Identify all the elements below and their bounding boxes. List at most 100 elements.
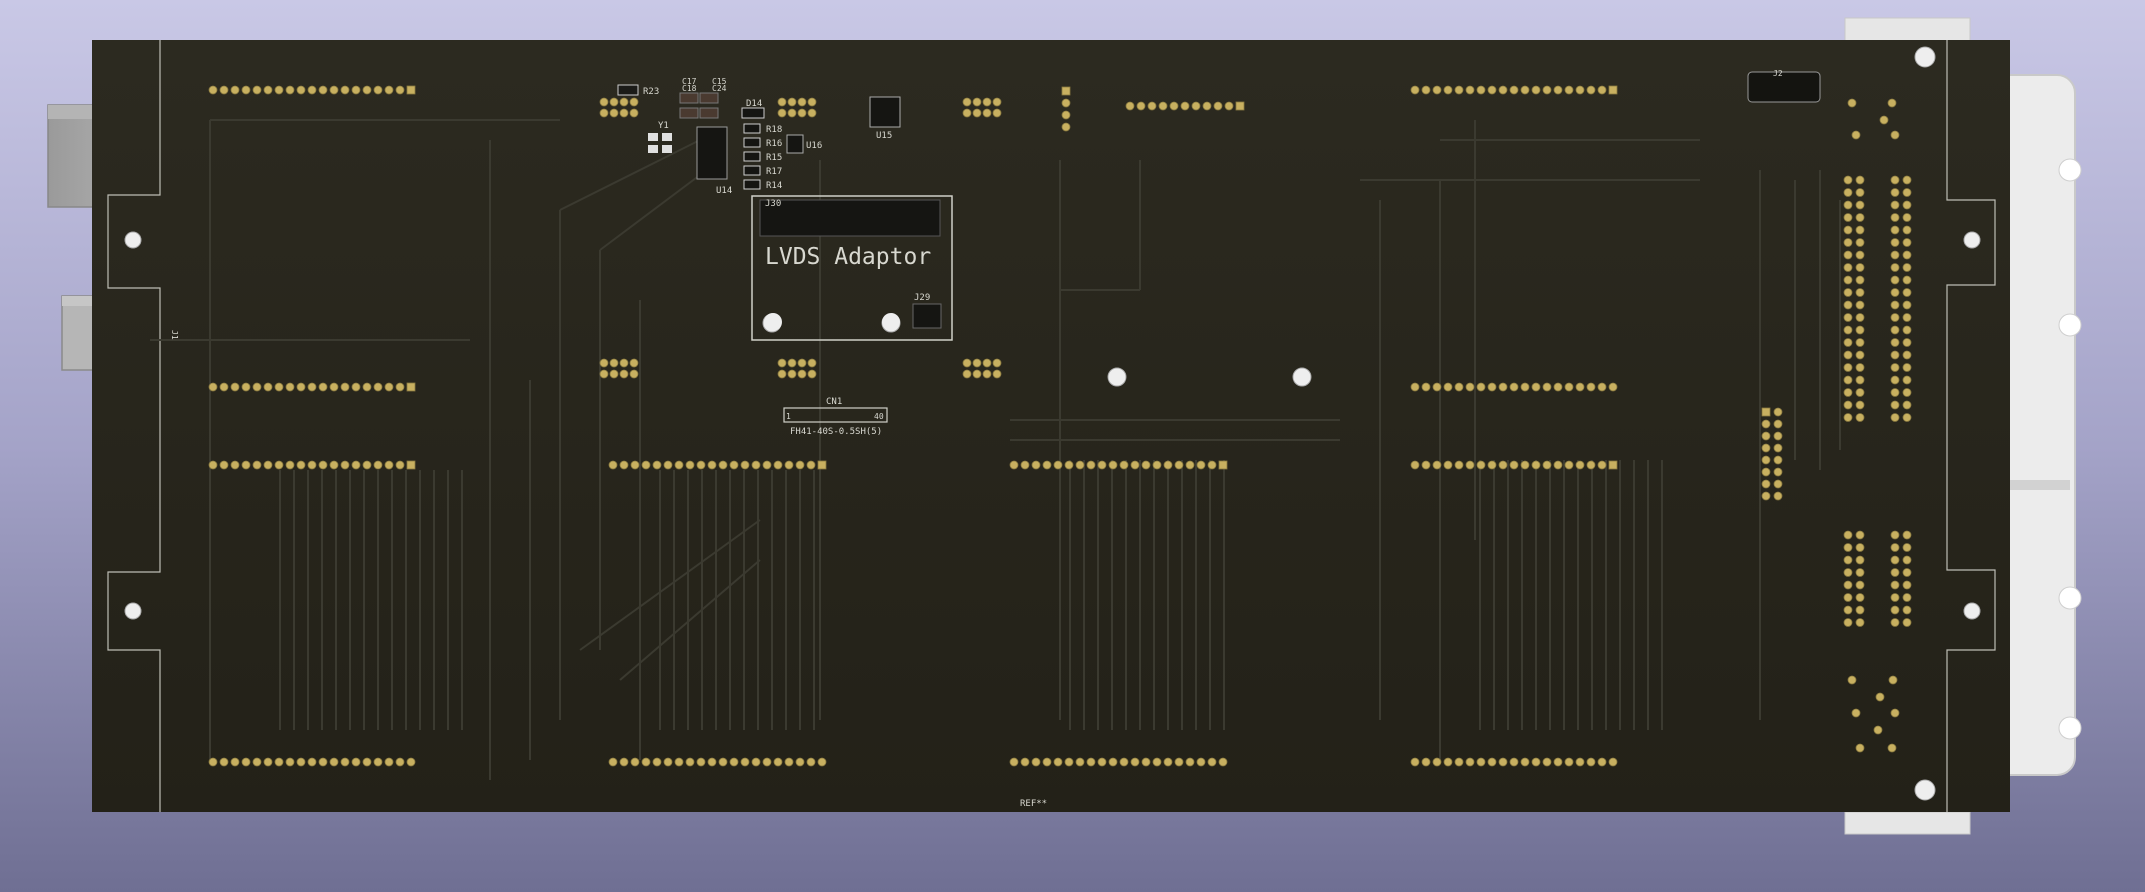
pad xyxy=(1064,757,1074,767)
pad xyxy=(1410,460,1420,470)
pad xyxy=(1843,530,1853,540)
pad xyxy=(962,369,972,379)
pad xyxy=(362,460,372,470)
pad xyxy=(1890,130,1900,140)
pad xyxy=(362,382,372,392)
pad xyxy=(784,757,794,767)
pad xyxy=(1902,363,1912,372)
pad xyxy=(1130,757,1140,767)
pad xyxy=(1843,338,1853,347)
pad xyxy=(1421,757,1431,767)
pad xyxy=(329,757,339,767)
pad xyxy=(1843,175,1853,185)
pad xyxy=(1890,400,1900,410)
pad xyxy=(1553,460,1563,470)
pad xyxy=(1761,479,1771,489)
lvds-adaptor-title: LVDS Adaptor xyxy=(765,244,931,270)
label-j1: J1 xyxy=(170,330,179,340)
pad xyxy=(351,757,361,767)
pad xyxy=(208,460,218,470)
pad xyxy=(1487,460,1497,470)
pcb-board xyxy=(92,40,2010,812)
label-u16: U16 xyxy=(806,141,822,151)
pad xyxy=(1843,213,1853,222)
pad xyxy=(241,85,251,95)
pad xyxy=(1152,460,1162,470)
label-r15: R15 xyxy=(766,153,782,163)
pad xyxy=(1855,350,1865,360)
pad xyxy=(1902,313,1912,322)
pad xyxy=(1191,101,1201,111)
pad xyxy=(296,382,306,392)
pad xyxy=(1174,757,1184,767)
label-d14: D14 xyxy=(746,99,762,109)
pad xyxy=(1498,382,1508,392)
pad xyxy=(1843,413,1853,422)
pad xyxy=(795,757,805,767)
pad xyxy=(1520,757,1530,767)
pad xyxy=(1410,382,1420,392)
pad xyxy=(252,757,262,767)
pad xyxy=(1890,708,1900,718)
pad xyxy=(1180,101,1190,111)
pad xyxy=(982,358,992,368)
pad xyxy=(629,358,639,368)
pad xyxy=(1773,479,1783,489)
pad xyxy=(1773,491,1783,501)
pad xyxy=(241,382,251,392)
pad xyxy=(285,757,295,767)
pad xyxy=(982,97,992,107)
pad xyxy=(1207,757,1217,767)
pad xyxy=(797,369,807,379)
pad xyxy=(1487,382,1497,392)
pad xyxy=(406,382,416,392)
pad xyxy=(1476,85,1486,95)
pad xyxy=(972,369,982,379)
pad xyxy=(1465,757,1475,767)
pad xyxy=(362,757,372,767)
pad xyxy=(1575,85,1585,95)
pad xyxy=(992,97,1002,107)
pad xyxy=(1553,757,1563,767)
label-j2: J2 xyxy=(1773,69,1783,78)
pad xyxy=(707,757,717,767)
pad xyxy=(1890,213,1900,222)
pad xyxy=(1855,175,1865,185)
pad xyxy=(751,757,761,767)
pad xyxy=(1843,543,1853,552)
pad xyxy=(263,460,273,470)
pad xyxy=(718,460,728,470)
pad xyxy=(307,757,317,767)
pad xyxy=(1890,375,1900,385)
pad xyxy=(762,757,772,767)
pad xyxy=(1218,757,1228,767)
pad xyxy=(1218,460,1228,470)
pad xyxy=(1902,350,1912,360)
pad xyxy=(395,460,405,470)
pad xyxy=(384,382,394,392)
pad xyxy=(1421,460,1431,470)
pad xyxy=(1454,757,1464,767)
pad xyxy=(395,382,405,392)
smd-components xyxy=(617,71,1821,190)
pad xyxy=(1887,98,1897,108)
pad xyxy=(1890,555,1900,565)
pad xyxy=(1498,85,1508,95)
pad xyxy=(1902,188,1912,197)
label-r18: R18 xyxy=(766,125,782,135)
pad xyxy=(274,382,284,392)
label-c15: C15 xyxy=(712,77,727,86)
pad xyxy=(1855,238,1865,247)
pad xyxy=(1890,605,1900,615)
pad xyxy=(729,460,739,470)
pad xyxy=(696,757,706,767)
pad xyxy=(1773,455,1783,465)
label-cn1-pin40: 40 xyxy=(874,412,884,421)
pad xyxy=(1443,460,1453,470)
pad xyxy=(1608,85,1618,95)
pad xyxy=(406,85,416,95)
pad xyxy=(962,358,972,368)
pad xyxy=(1119,757,1129,767)
pad xyxy=(629,369,639,379)
pad xyxy=(1487,757,1497,767)
